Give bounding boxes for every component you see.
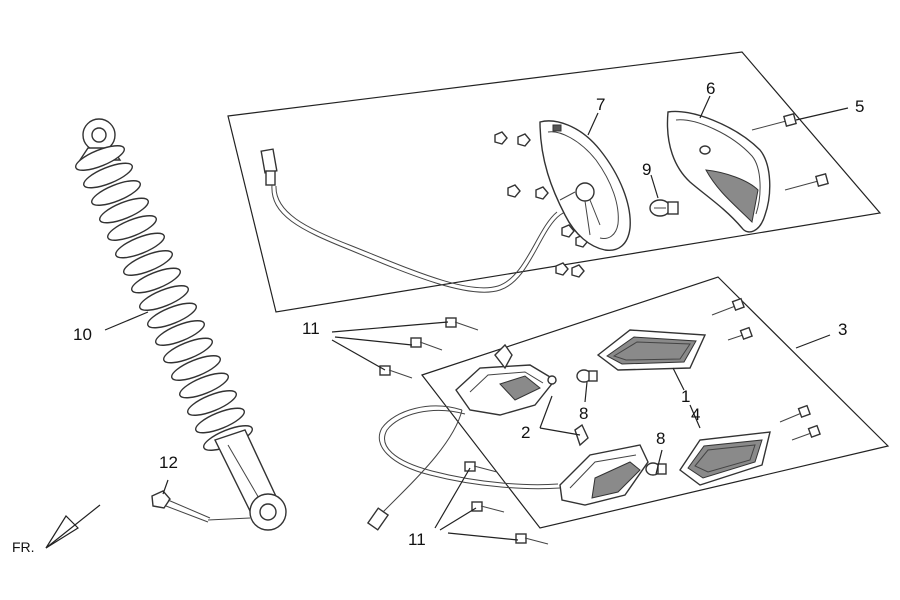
label-11-lower: 11 (408, 530, 426, 549)
front-direction-arrow-icon (45, 504, 101, 549)
leader-10 (104, 311, 149, 331)
label-11-upper: 11 (302, 319, 320, 338)
label-9: 9 (642, 160, 651, 179)
turn-housing-2-left (455, 343, 557, 416)
panel-3-outline (421, 276, 890, 529)
label-3: 3 (838, 320, 847, 339)
rear-light-housing (539, 120, 631, 252)
shock-absorber (75, 118, 287, 531)
front-direction-label: FR. (12, 539, 35, 555)
screws-11 (379, 317, 549, 545)
spring-coil (139, 285, 189, 311)
spring-coil (83, 162, 133, 189)
spring-coil (195, 407, 245, 434)
spring-coil (91, 180, 141, 206)
label-7: 7 (596, 95, 605, 114)
label-1: 1 (681, 387, 690, 406)
label-2: 2 (521, 423, 530, 442)
label-12: 12 (159, 453, 178, 472)
label-5: 5 (855, 97, 864, 116)
screws-5 (751, 113, 829, 191)
spring-coil (123, 250, 173, 276)
label-6: 6 (706, 79, 715, 98)
screws-3 (711, 297, 821, 441)
label-10: 10 (73, 325, 92, 344)
bulb-9 (649, 199, 679, 217)
turn-housing-2-right (559, 423, 649, 506)
panel-5-outline (227, 51, 882, 313)
spring-coil (131, 267, 181, 294)
spring-coil (115, 232, 165, 259)
bulb-8-upper (576, 369, 598, 383)
label-8-lower: 8 (656, 429, 665, 448)
upper-wire-harness (260, 148, 596, 293)
turn-lens-4 (679, 431, 771, 486)
lower-wire-harness (366, 405, 561, 531)
spring-coil (171, 355, 221, 381)
spring-coil (155, 320, 205, 346)
turn-lens-1 (596, 329, 707, 371)
spring-coil (107, 215, 157, 241)
bolt-12 (151, 479, 251, 523)
label-8-upper: 8 (579, 404, 588, 423)
rear-lens-6 (666, 110, 771, 233)
leader-lines-upper (587, 95, 849, 199)
spring-coil (187, 390, 237, 416)
shock-spring (75, 145, 253, 451)
spring-coil (75, 145, 125, 171)
spring-coil (99, 197, 149, 224)
spring-coil (179, 372, 229, 399)
label-4: 4 (691, 405, 700, 424)
leader-lines-lower (331, 321, 831, 541)
spring-coil (163, 337, 213, 364)
nuts-group (494, 131, 589, 278)
spring-coil (147, 302, 197, 329)
